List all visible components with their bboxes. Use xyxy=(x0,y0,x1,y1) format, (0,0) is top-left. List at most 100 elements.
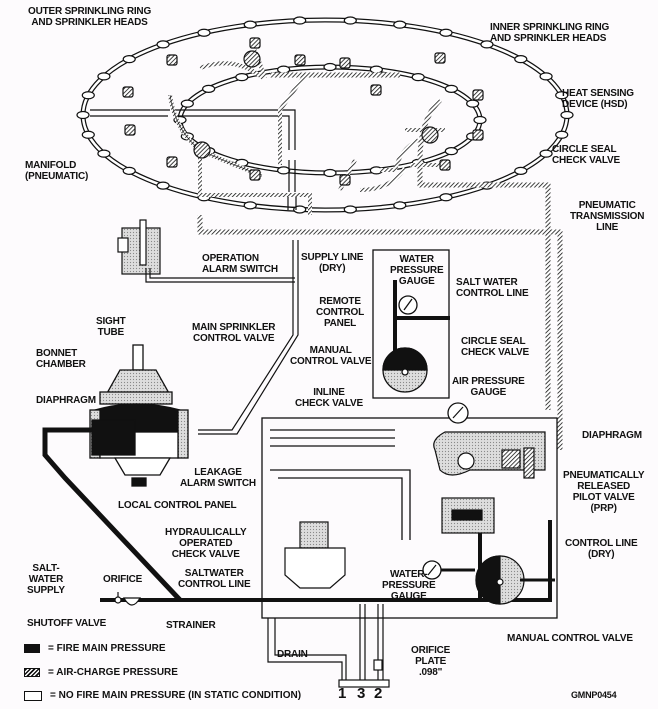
heat-sensing-device xyxy=(124,124,136,136)
figure-id: GMNP0454 xyxy=(571,690,617,700)
outer-sprinkler-head xyxy=(439,28,453,37)
supply-line-dry xyxy=(198,240,299,435)
outer-sprinkler-head xyxy=(539,72,553,81)
label-diaphragm-right: DIAPHRAGM xyxy=(582,430,642,441)
label-manual-valve-top: MANUAL CONTROL VALVE xyxy=(290,345,372,367)
label-operation-alarm: OPERATION ALARM SWITCH xyxy=(202,253,278,275)
label-local-panel: LOCAL CONTROL PANEL xyxy=(118,500,237,511)
outer-sprinkler-head xyxy=(343,205,357,214)
outer-sprinkler-head xyxy=(393,201,407,210)
ring-cross-feed xyxy=(90,109,297,210)
label-inner-ring: INNER SPRINKLING RING AND SPRINKLER HEAD… xyxy=(490,22,610,44)
label-strainer: STRAINER xyxy=(166,620,216,631)
outer-sprinkler-head xyxy=(514,166,528,175)
pneumatically-released-pilot-valve xyxy=(433,431,546,534)
outer-sprinkler-head xyxy=(293,205,307,214)
inner-sprinkler-head xyxy=(323,168,337,178)
label-outer-ring: OUTER SPRINKLING RING AND SPRINKLER HEAD… xyxy=(28,6,152,28)
manual-control-valve-bottom xyxy=(475,555,555,605)
inner-sprinkler-head xyxy=(369,65,383,74)
drain-manifold xyxy=(267,604,390,688)
heat-sensing-device xyxy=(166,156,178,168)
label-manual-valve-bottom: MANUAL CONTROL VALVE xyxy=(507,633,633,644)
inner-sprinkler-head xyxy=(235,73,249,82)
outer-sprinkler-head xyxy=(555,91,569,100)
outer-sprinkler-head xyxy=(197,28,211,37)
strainer xyxy=(122,597,142,606)
outer-sprinkler-head xyxy=(81,130,95,139)
outer-sprinkling-ring xyxy=(76,16,574,214)
outer-sprinkler-head xyxy=(97,149,111,158)
heat-sensing-device xyxy=(166,54,178,66)
label-saltwater-supply: SALT- WATER SUPPLY xyxy=(27,563,65,596)
outer-sprinkler-head xyxy=(97,72,111,81)
label-pneumatic-line: PNEUMATIC TRANSMISSION LINE xyxy=(570,200,645,233)
legend-fire-main: = FIRE MAIN PRESSURE xyxy=(24,643,166,654)
label-salt-water-line: SALT WATER CONTROL LINE xyxy=(456,277,529,299)
fire-main-pressure-line xyxy=(42,280,552,602)
remote-control-panel xyxy=(372,249,450,399)
heat-sensing-device xyxy=(370,84,382,96)
heat-sensing-device xyxy=(339,57,351,69)
label-shutoff: SHUTOFF VALVE xyxy=(27,618,107,629)
outer-sprinkler-head xyxy=(122,55,136,64)
inner-sprinkler-head xyxy=(277,65,291,74)
heat-sensing-device xyxy=(294,54,306,66)
label-inline-check: INLINE CHECK VALVE xyxy=(295,387,363,409)
label-water-gauge-bottom: WATER- PRESSURE GAUGE xyxy=(382,569,436,602)
manifold-pneumatic xyxy=(193,141,211,159)
outer-sprinkler-head xyxy=(439,193,453,202)
label-leakage-alarm: LEAKAGE ALARM SWITCH xyxy=(180,467,256,489)
inner-sprinkler-head xyxy=(277,166,291,175)
label-sight-tube: SIGHT TUBE xyxy=(96,316,126,338)
legend-air-charge: = AIR-CHARGE PRESSURE xyxy=(24,667,178,678)
local-control-panel xyxy=(261,417,558,619)
label-main-valve: MAIN SPRINKLER CONTROL VALVE xyxy=(192,322,276,344)
inner-sprinkler-head xyxy=(411,73,425,82)
label-orifice-plate: ORIFICE PLATE .098" xyxy=(411,645,451,678)
label-saltwater-control: SALTWATER CONTROL LINE xyxy=(178,568,251,590)
outer-sprinkler-head xyxy=(539,149,553,158)
outer-sprinkler-head xyxy=(293,16,307,25)
main-sprinkler-control-valve xyxy=(89,344,189,487)
heat-sensing-device xyxy=(339,174,351,186)
orifice-plate xyxy=(373,659,383,671)
legend-text: = NO FIRE MAIN PRESSURE (IN STATIC CONDI… xyxy=(50,690,302,701)
label-orifice: ORIFICE xyxy=(103,574,143,585)
outer-sprinkler-head xyxy=(560,110,574,120)
hydraulically-operated-check-valve xyxy=(284,521,346,589)
outer-sprinkler-head xyxy=(514,55,528,64)
outer-sprinkler-head xyxy=(480,40,494,49)
label-remote-panel: REMOTE CONTROL PANEL xyxy=(316,296,365,329)
label-diaphragm-left: DIAPHRAGM xyxy=(36,395,96,406)
outer-sprinkler-head xyxy=(122,166,136,175)
legend-text: = AIR-CHARGE PRESSURE xyxy=(48,667,178,678)
label-circle-seal-mid: CIRCLE SEAL CHECK VALVE xyxy=(461,336,529,358)
label-prp: PNEUMATICALLY RELEASED PILOT VALVE (PRP) xyxy=(563,470,645,514)
legend-swatch-hatched xyxy=(24,668,40,677)
outer-sprinkler-head xyxy=(81,91,95,100)
outer-sprinkler-head xyxy=(393,20,407,29)
heat-sensing-device xyxy=(472,129,484,141)
heat-sensing-device xyxy=(249,37,261,49)
outer-sprinkler-head xyxy=(243,201,257,210)
inner-sprinkler-head xyxy=(466,99,480,108)
label-hsd: HEAT SENSING DEVICE (HSD) xyxy=(562,88,634,110)
inner-sprinkler-head xyxy=(473,115,487,125)
operation-alarm-switch xyxy=(117,219,295,283)
label-drain: DRAIN xyxy=(277,649,308,660)
heat-sensing-device xyxy=(434,52,446,64)
legend-text: = FIRE MAIN PRESSURE xyxy=(48,643,166,654)
manifold-right xyxy=(421,126,439,144)
legend-no-pressure: = NO FIRE MAIN PRESSURE (IN STATIC CONDI… xyxy=(24,690,301,701)
outer-sprinkler-head xyxy=(555,130,569,139)
legend-swatch-blank xyxy=(24,690,42,701)
label-air-gauge: AIR PRESSURE GAUGE xyxy=(452,376,525,398)
outer-sprinkler-head xyxy=(243,20,257,29)
heat-sensing-device xyxy=(122,86,134,98)
outer-sprinkler-head xyxy=(156,181,170,190)
shutoff-valve xyxy=(114,592,122,604)
port-2: 2 xyxy=(374,685,383,702)
inner-sprinkler-head xyxy=(444,84,458,93)
